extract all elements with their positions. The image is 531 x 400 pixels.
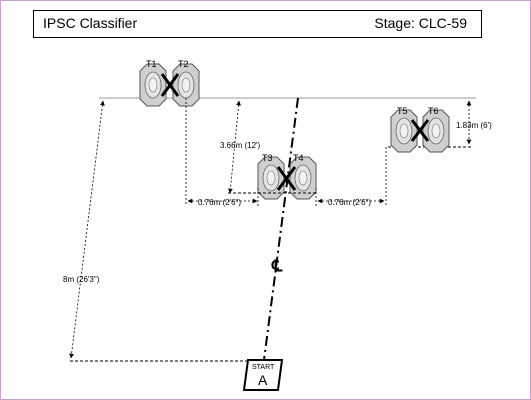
target-pair-t1-t2: T1 T2: [139, 59, 200, 107]
right-offset-label: 0.76m (2'6"): [328, 198, 371, 207]
t5-height-label: 1.83m (6'): [456, 121, 492, 130]
start-caption: START: [252, 364, 275, 371]
t3-depth-label: 3.66m (12'): [220, 141, 261, 150]
label-t5: T5: [397, 106, 408, 116]
header-title: IPSC Classifier: [43, 15, 138, 31]
target-pair-t3-t4: T3 T4: [257, 153, 317, 200]
header-stage: Stage: CLC-59: [374, 15, 467, 31]
t3-depth-dimension-line: [228, 100, 241, 194]
label-t4: T4: [293, 153, 304, 163]
header-box: IPSC Classifier Stage: CLC-59: [33, 10, 482, 38]
start-box: START A: [242, 359, 284, 391]
label-t6: T6: [428, 106, 439, 116]
center-line-symbol: ℄: [271, 258, 283, 275]
center-line: [263, 97, 299, 361]
label-t1: T1: [146, 59, 157, 69]
label-t3: T3: [262, 153, 273, 163]
depth-label: 8m (26'3"): [63, 275, 100, 284]
target-pair-t5-t6: T5 T6: [390, 106, 450, 153]
depth-dimension-line: [69, 100, 105, 359]
label-t2: T2: [178, 59, 189, 69]
start-letter: A: [258, 372, 268, 388]
left-offset-label: 0.76m (2'6"): [198, 198, 241, 207]
